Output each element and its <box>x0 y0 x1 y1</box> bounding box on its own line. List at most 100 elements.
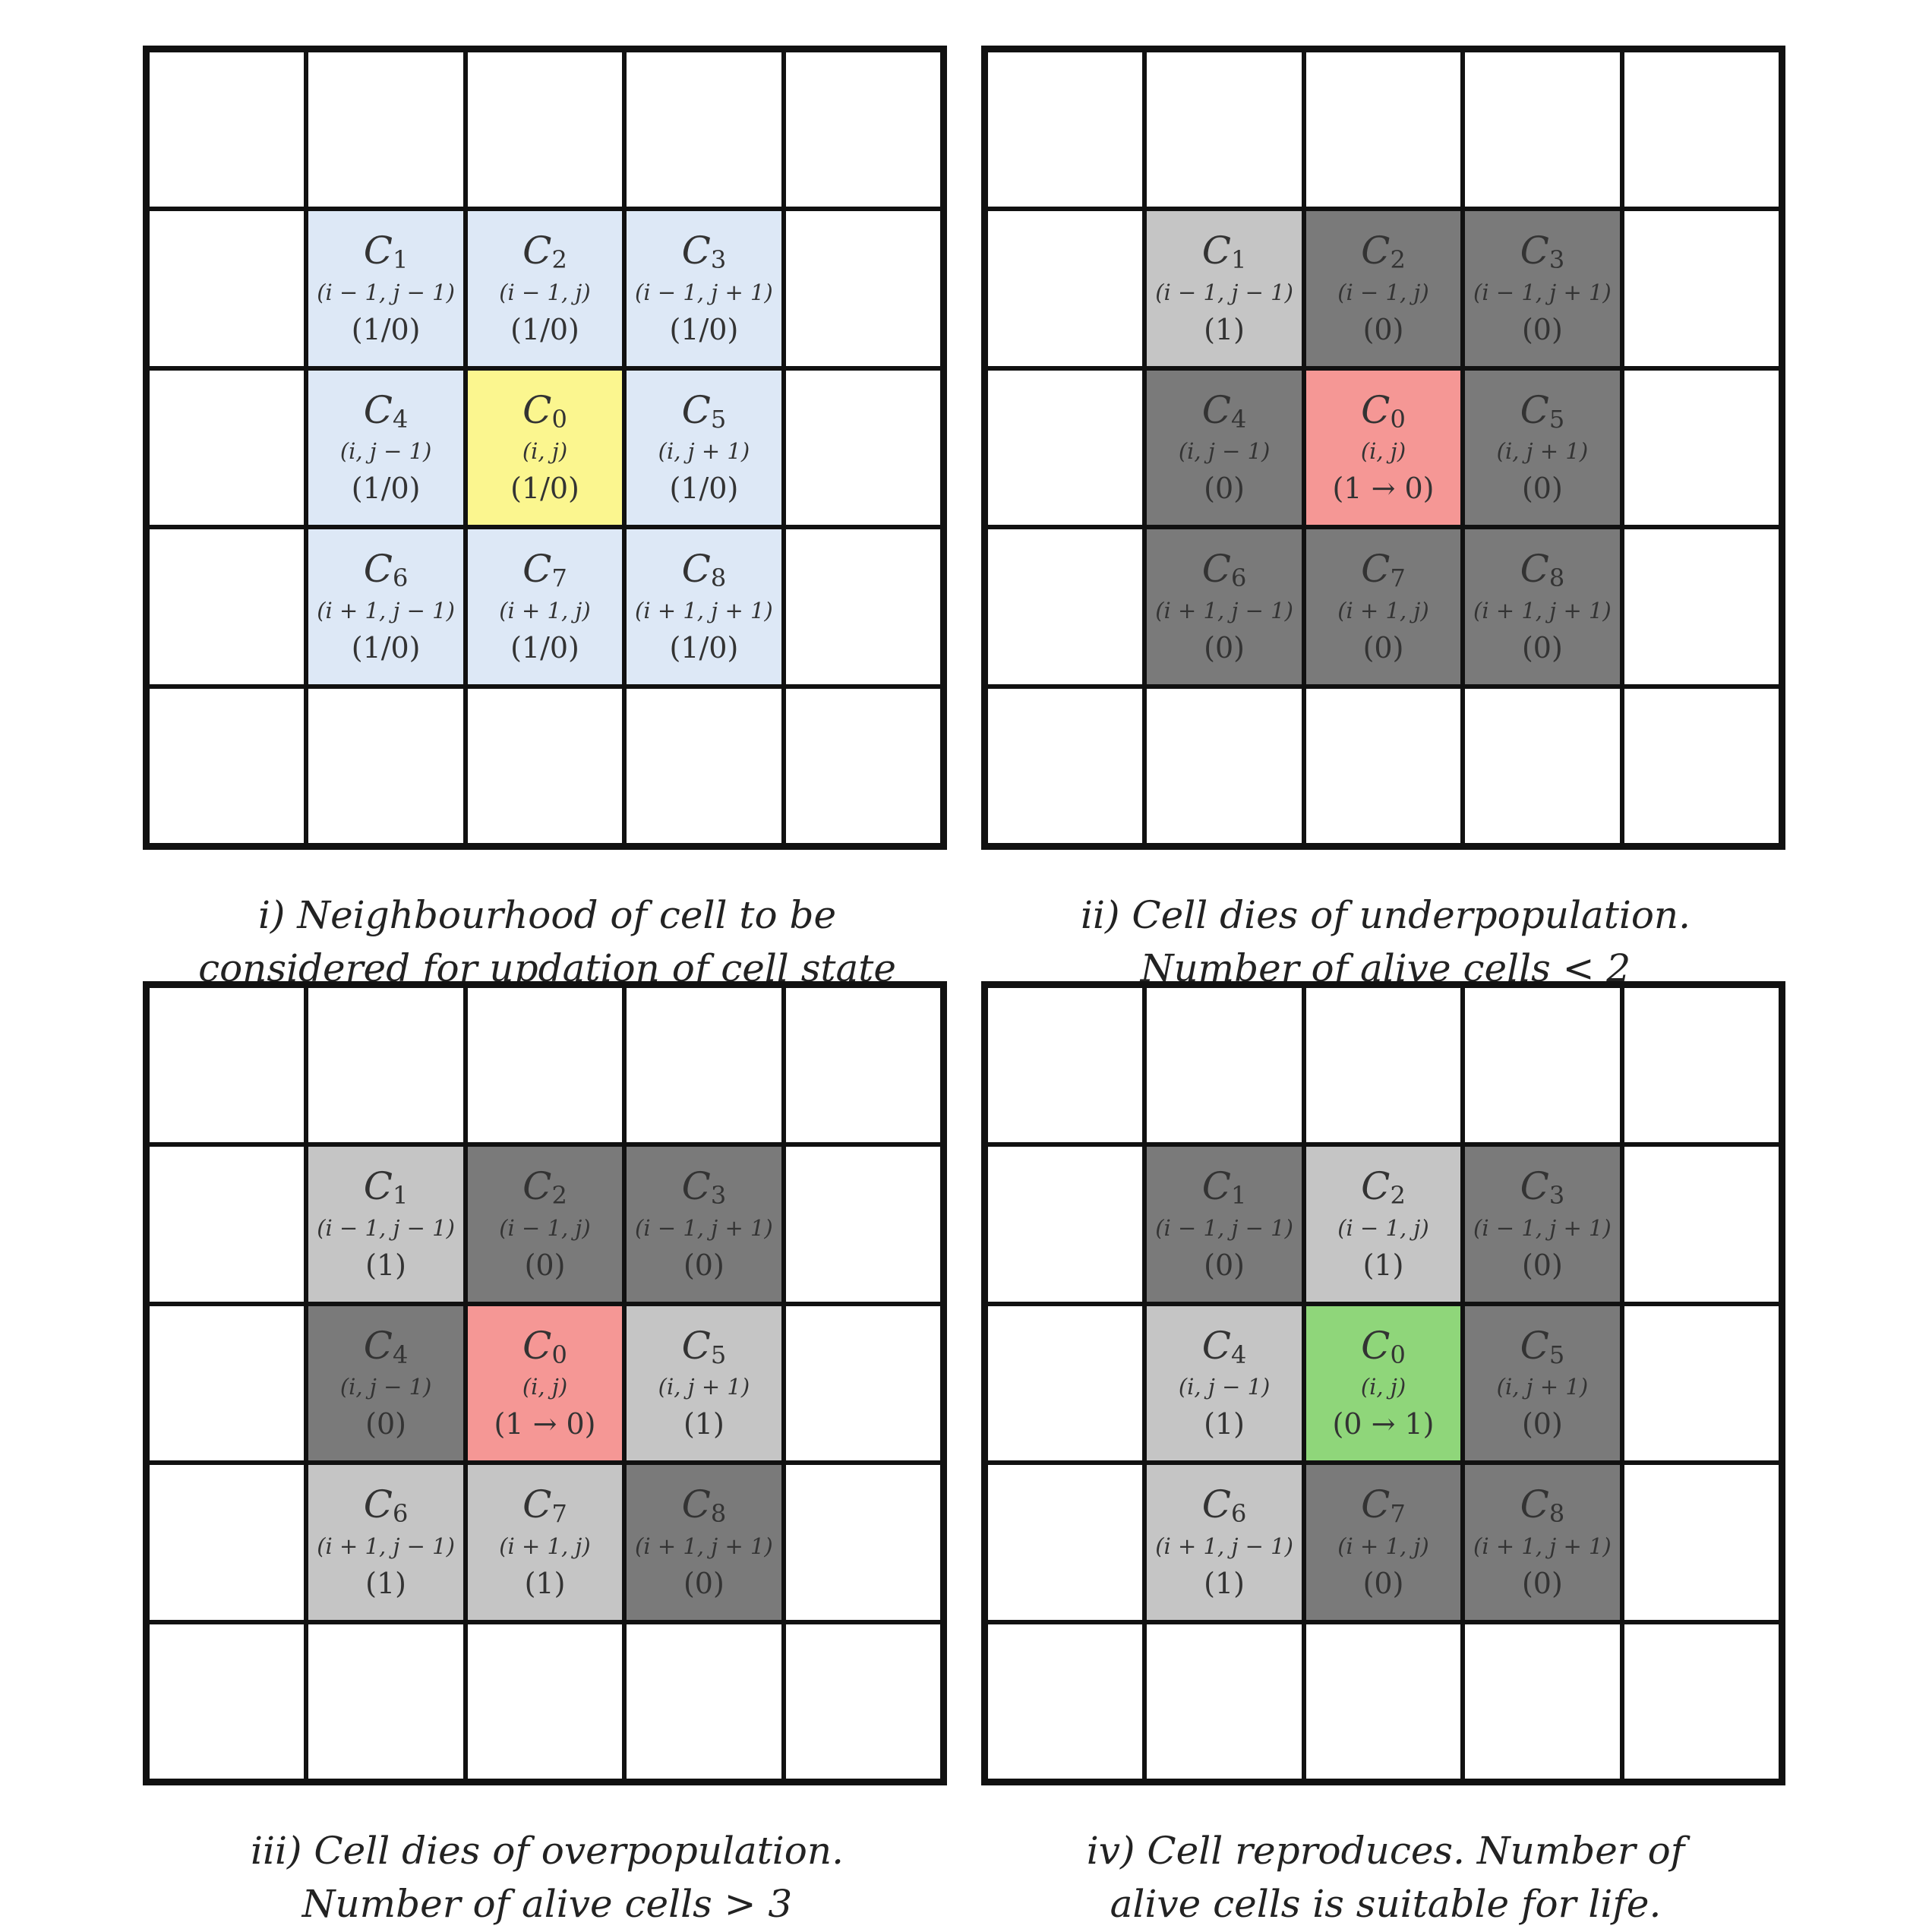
cell-name: C8 <box>1520 547 1565 593</box>
empty-cell <box>465 686 625 845</box>
empty-cell <box>306 686 466 845</box>
cell-coordinates: (i + 1, j + 1) <box>635 597 773 623</box>
cell-state: (0 → 1) <box>1332 1407 1435 1441</box>
empty-cell <box>783 1621 942 1781</box>
cell-index: 1 <box>393 1181 409 1211</box>
cell-state: (1) <box>365 1248 406 1282</box>
empty-cell <box>986 1303 1145 1463</box>
cell-c3: C3(i − 1, j + 1)(0) <box>1463 209 1622 368</box>
cell-coordinates: (i + 1, j) <box>1337 1533 1429 1559</box>
empty-cell <box>1144 1621 1304 1781</box>
empty-cell <box>1463 686 1622 845</box>
cell-coordinates: (i, j) <box>1360 1374 1406 1400</box>
cell-coordinates: (i, j + 1) <box>658 438 750 465</box>
cell-name: C6 <box>363 547 409 593</box>
cell-c4: C4 (i, j − 1) (0) <box>306 1303 466 1463</box>
cell-name: C5 <box>1520 387 1565 434</box>
empty-cell <box>783 686 942 845</box>
cell-coordinates: (i, j − 1) <box>1178 1374 1271 1400</box>
cell-name: C6 <box>363 1482 409 1529</box>
empty-cell <box>986 368 1145 528</box>
cell-c0: C0(i, j)(1 → 0) <box>465 1303 625 1463</box>
cell-name: C4 <box>1201 1323 1247 1369</box>
empty-cell <box>986 986 1145 1145</box>
cell-c8: C8 (i + 1, j + 1) (0) <box>1463 527 1622 687</box>
cell-coordinates: (i − 1, j − 1) <box>1155 279 1293 306</box>
cell-index: 0 <box>1390 1340 1406 1369</box>
cell-coordinates: (i, j + 1) <box>658 1374 750 1400</box>
cell-name: C7 <box>1361 547 1406 593</box>
cell-coordinates: (i + 1, j + 1) <box>635 1533 773 1559</box>
cell-state: (1) <box>683 1407 724 1441</box>
empty-cell <box>783 368 942 528</box>
cell-coordinates: (i − 1, j − 1) <box>317 279 455 306</box>
cell-c8: C8(i + 1, j + 1)(0) <box>624 1463 784 1622</box>
cell-c3: C3(i − 1, j + 1)(0) <box>624 1144 784 1304</box>
empty-cell <box>306 986 466 1145</box>
cell-c4: C4(i, j − 1)(1/0) <box>306 368 466 528</box>
cell-state: (0) <box>683 1566 724 1600</box>
cell-c1: C1(i − 1, j − 1)(1) <box>306 1144 466 1304</box>
cell-state: (0) <box>1521 312 1563 346</box>
cell-index: 2 <box>1390 245 1406 275</box>
cell-name: C4 <box>1201 387 1247 434</box>
cell-state: (1) <box>524 1566 566 1600</box>
cell-index: 1 <box>393 245 409 275</box>
empty-cell <box>147 50 307 210</box>
empty-cell <box>1144 986 1304 1145</box>
empty-cell <box>147 209 307 368</box>
cell-state: (1) <box>1204 1566 1245 1600</box>
cell-state: (1 → 0) <box>494 1407 596 1441</box>
cell-c2: C2(i − 1, j)(1/0) <box>465 209 625 368</box>
cell-index: 7 <box>551 564 567 593</box>
empty-cell <box>783 50 942 210</box>
cell-coordinates: (i − 1, j + 1) <box>1473 1215 1612 1242</box>
cell-coordinates: (i − 1, j + 1) <box>635 1215 773 1242</box>
cell-state: (0) <box>1362 630 1404 665</box>
cell-name: C1 <box>1201 1164 1247 1211</box>
cell-index: 4 <box>1231 1340 1247 1369</box>
cell-index: 8 <box>710 564 727 593</box>
cell-c7: C7(i + 1, j)(0) <box>1303 1463 1463 1622</box>
cell-c6: C6(i + 1, j − 1)(0) <box>1144 527 1304 687</box>
empty-cell <box>147 986 307 1145</box>
cell-name: C4 <box>363 1323 409 1369</box>
cell-index: 3 <box>710 1181 727 1211</box>
cell-name: C0 <box>522 1323 567 1369</box>
cell-index: 5 <box>1548 1340 1565 1369</box>
cell-grid: C1(i − 1, j − 1)(1)C2(i − 1, j)(0) C3 (i −… <box>143 981 947 1785</box>
empty-cell <box>986 527 1145 687</box>
cell-c0: C0(i, j)(1 → 0) <box>1303 368 1463 528</box>
cell-name: C7 <box>522 547 567 593</box>
cell-c5: C5(i, j + 1)(1/0) <box>624 368 784 528</box>
cell-state: (0) <box>365 1407 406 1441</box>
cell-index: 2 <box>551 1181 567 1211</box>
cell-state: (1/0) <box>669 630 739 665</box>
caption-line-1: iii) Cell dies of overpopulation. <box>251 1829 844 1873</box>
empty-cell <box>147 686 307 845</box>
empty-cell <box>783 1144 942 1304</box>
cell-c3: C3(i − 1, j + 1)(0) <box>1463 1144 1622 1304</box>
cell-index: 0 <box>551 404 567 434</box>
empty-cell <box>986 50 1145 210</box>
empty-cell <box>986 1463 1145 1622</box>
cell-coordinates: (i, j − 1) <box>339 1374 432 1400</box>
cell-c8: C8(i + 1, j + 1)(0) <box>1463 1463 1622 1622</box>
cell-state: (0) <box>1521 630 1563 665</box>
cell-index: 6 <box>393 564 409 593</box>
cell-coordinates: (i, j − 1) <box>1178 438 1271 465</box>
cell-name: C5 <box>681 387 727 434</box>
cell-state: (0) <box>1521 1566 1563 1600</box>
cell-name: C3 <box>681 1164 727 1211</box>
cell-c2: C2(i − 1, j)(0) <box>465 1144 625 1304</box>
empty-cell <box>1621 1463 1781 1622</box>
cell-name: C3 <box>1520 1164 1565 1211</box>
cell-state: (1/0) <box>351 312 421 346</box>
cell-name: C7 <box>1361 1482 1406 1529</box>
cell-coordinates: (i + 1, j + 1) <box>1473 597 1612 623</box>
cell-state: (0) <box>1521 472 1563 506</box>
empty-cell <box>1621 209 1781 368</box>
empty-cell <box>1463 986 1622 1145</box>
empty-cell <box>147 527 307 687</box>
cell-name: C8 <box>681 547 727 593</box>
